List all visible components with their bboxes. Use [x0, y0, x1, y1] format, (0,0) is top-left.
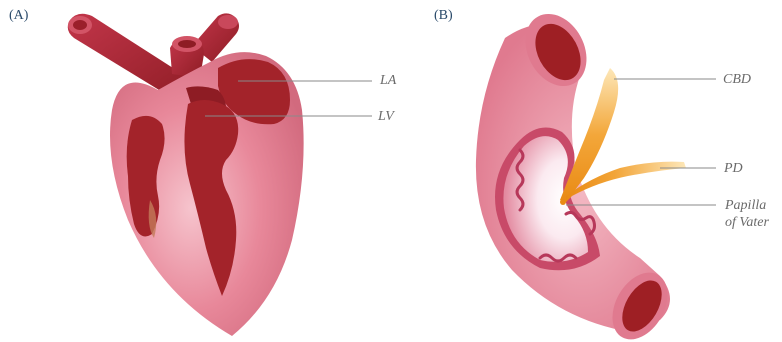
papilla-of-vater-label: Papilla of Vater	[725, 197, 781, 231]
papilla-label-line1: Papilla	[725, 197, 781, 214]
duodenum-illustration	[476, 3, 686, 342]
heart-illustration	[68, 13, 304, 336]
papilla-label-line2: of Vater	[725, 214, 781, 231]
la-label: LA	[380, 72, 396, 89]
cbd-label: CBD	[723, 71, 751, 88]
papilla-point	[560, 199, 566, 205]
pd-label: PD	[724, 160, 743, 177]
lv-label: LV	[378, 108, 394, 125]
